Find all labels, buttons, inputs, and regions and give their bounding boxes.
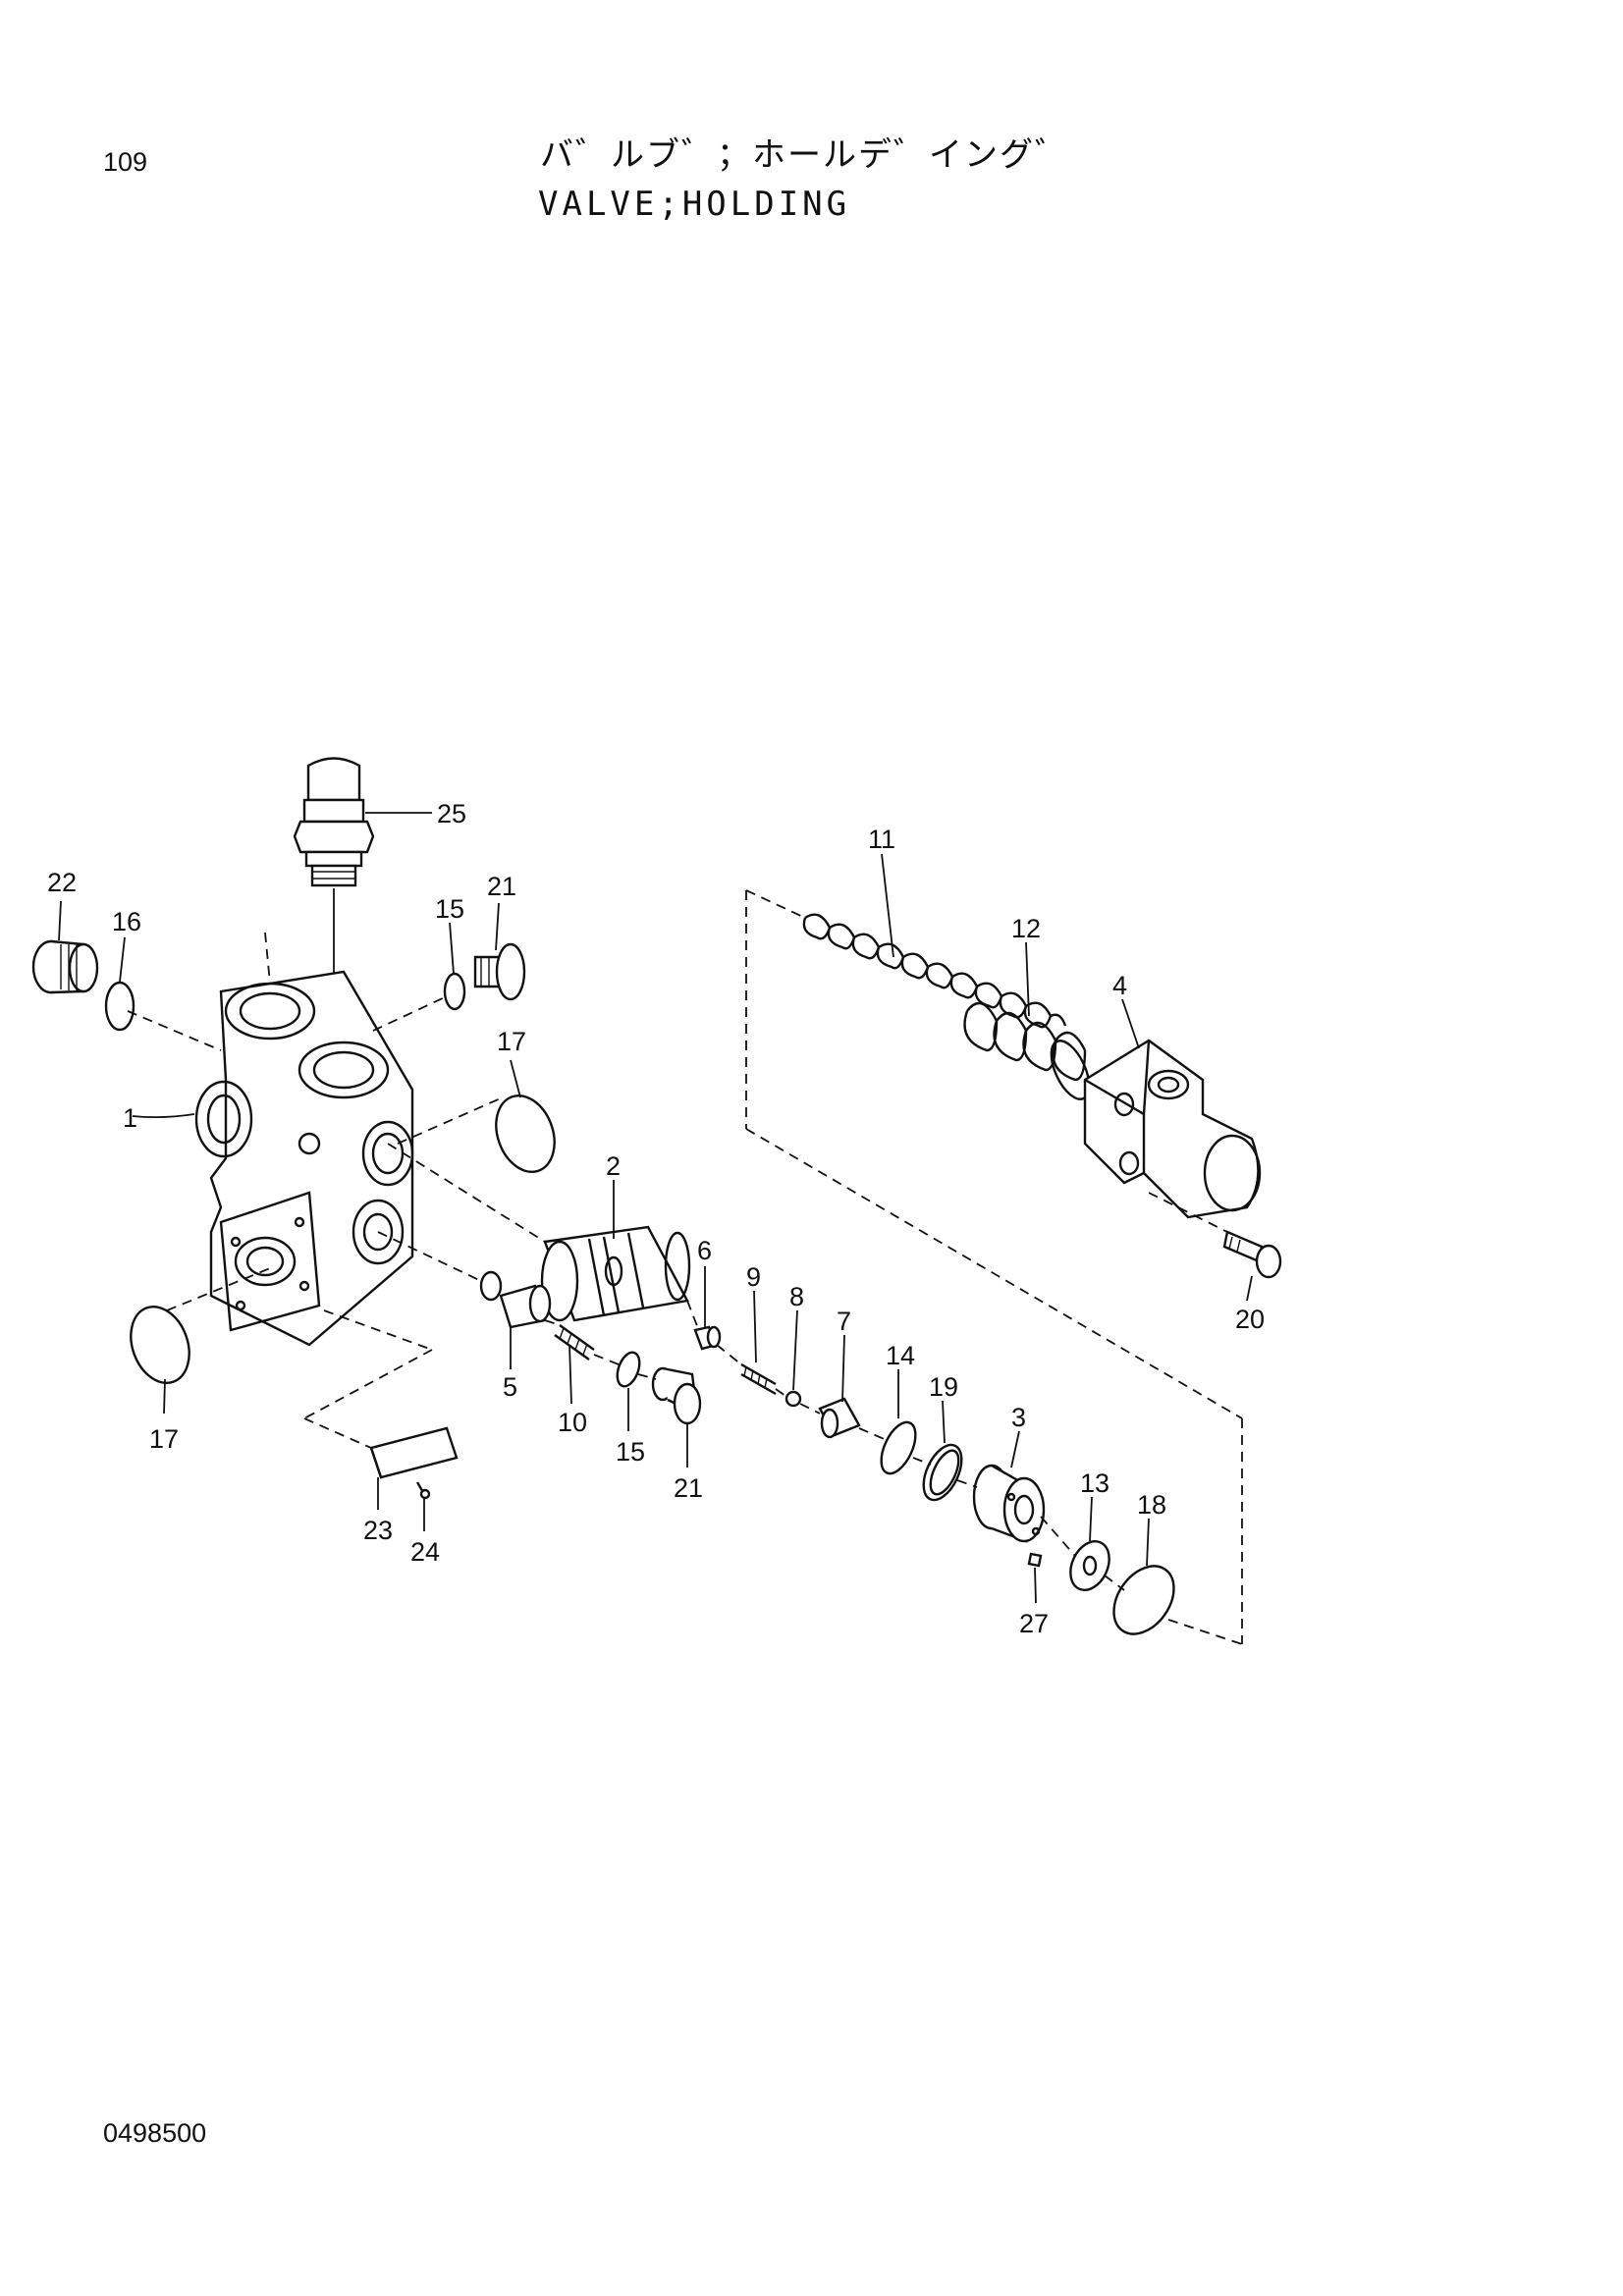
part-6-poppet bbox=[693, 1325, 722, 1351]
part-17-o-ring-right bbox=[495, 1095, 556, 1173]
callout-27: 27 bbox=[1019, 1609, 1049, 1638]
callout-14: 14 bbox=[886, 1341, 915, 1370]
part-15-o-ring-lower bbox=[616, 1351, 641, 1388]
callout-4: 4 bbox=[1112, 971, 1127, 1000]
part-18-o-ring bbox=[1112, 1565, 1175, 1635]
callout-8: 8 bbox=[789, 1282, 804, 1311]
part-15-o-ring-upper bbox=[443, 972, 466, 1011]
part-24-rivet bbox=[415, 1481, 431, 1500]
part-13-washer bbox=[1069, 1540, 1110, 1591]
callout-16: 16 bbox=[112, 907, 141, 936]
callout-20: 20 bbox=[1235, 1305, 1265, 1334]
callout-23: 23 bbox=[363, 1516, 393, 1545]
callout-21-lower: 21 bbox=[674, 1473, 703, 1503]
part-14-o-ring bbox=[880, 1420, 917, 1475]
callout-15-lower: 15 bbox=[616, 1437, 645, 1467]
callout-17-lower: 17 bbox=[149, 1424, 179, 1454]
part-1-valve-body bbox=[194, 970, 414, 1347]
part-7-seat bbox=[818, 1397, 861, 1439]
callout-3: 3 bbox=[1011, 1403, 1026, 1432]
part-10-spring bbox=[554, 1324, 595, 1361]
part-25-valve-cartridge bbox=[293, 757, 375, 1041]
callout-leader-lines bbox=[58, 812, 1253, 1604]
part-9-small-spring bbox=[740, 1362, 777, 1396]
part-16-o-ring bbox=[104, 981, 135, 1032]
callout-17-right: 17 bbox=[497, 1027, 526, 1056]
callout-24: 24 bbox=[410, 1537, 440, 1567]
callout-6: 6 bbox=[697, 1236, 712, 1265]
callout-12: 12 bbox=[1011, 914, 1041, 943]
callout-7: 7 bbox=[837, 1307, 851, 1336]
page-number: 109 bbox=[103, 147, 148, 177]
part-3-flange-plug bbox=[972, 1464, 1046, 1543]
callout-21-upper: 21 bbox=[487, 872, 516, 901]
part-8-ball bbox=[784, 1390, 802, 1408]
callout-18: 18 bbox=[1137, 1490, 1166, 1520]
callout-9: 9 bbox=[746, 1262, 761, 1292]
part-17-o-ring-lower bbox=[130, 1306, 190, 1384]
assembly-dashed-lines bbox=[127, 889, 1243, 1645]
callout-1: 1 bbox=[123, 1103, 137, 1133]
drawing-number: 0498500 bbox=[103, 2118, 207, 2148]
title-english: VALVE;HOLDING bbox=[538, 185, 851, 224]
callout-13: 13 bbox=[1080, 1468, 1109, 1498]
part-20-bolt bbox=[1222, 1230, 1282, 1279]
part-22-plug bbox=[31, 939, 99, 994]
part-21-plug-lower bbox=[651, 1366, 702, 1425]
callout-2: 2 bbox=[606, 1151, 621, 1181]
callout-22: 22 bbox=[47, 868, 77, 897]
part-27-pin bbox=[1027, 1552, 1043, 1568]
callout-25: 25 bbox=[437, 799, 466, 828]
callout-11: 11 bbox=[868, 825, 895, 854]
part-12-spring bbox=[963, 1001, 1091, 1100]
callout-10: 10 bbox=[558, 1408, 587, 1437]
title-japanese: バ゛ルブ゛；ホールデ゛イング゛ bbox=[540, 136, 1070, 174]
callout-19: 19 bbox=[929, 1372, 958, 1402]
part-21-plug-upper bbox=[473, 942, 526, 1001]
part-4-cap-housing bbox=[1083, 1039, 1262, 1219]
callout-5: 5 bbox=[503, 1372, 517, 1402]
part-2-spool bbox=[540, 1225, 691, 1322]
callout-15-upper: 15 bbox=[435, 894, 464, 924]
part-5-piston bbox=[479, 1270, 552, 1329]
part-23-name-plate bbox=[369, 1426, 459, 1479]
part-19-backup-ring bbox=[922, 1443, 963, 1502]
